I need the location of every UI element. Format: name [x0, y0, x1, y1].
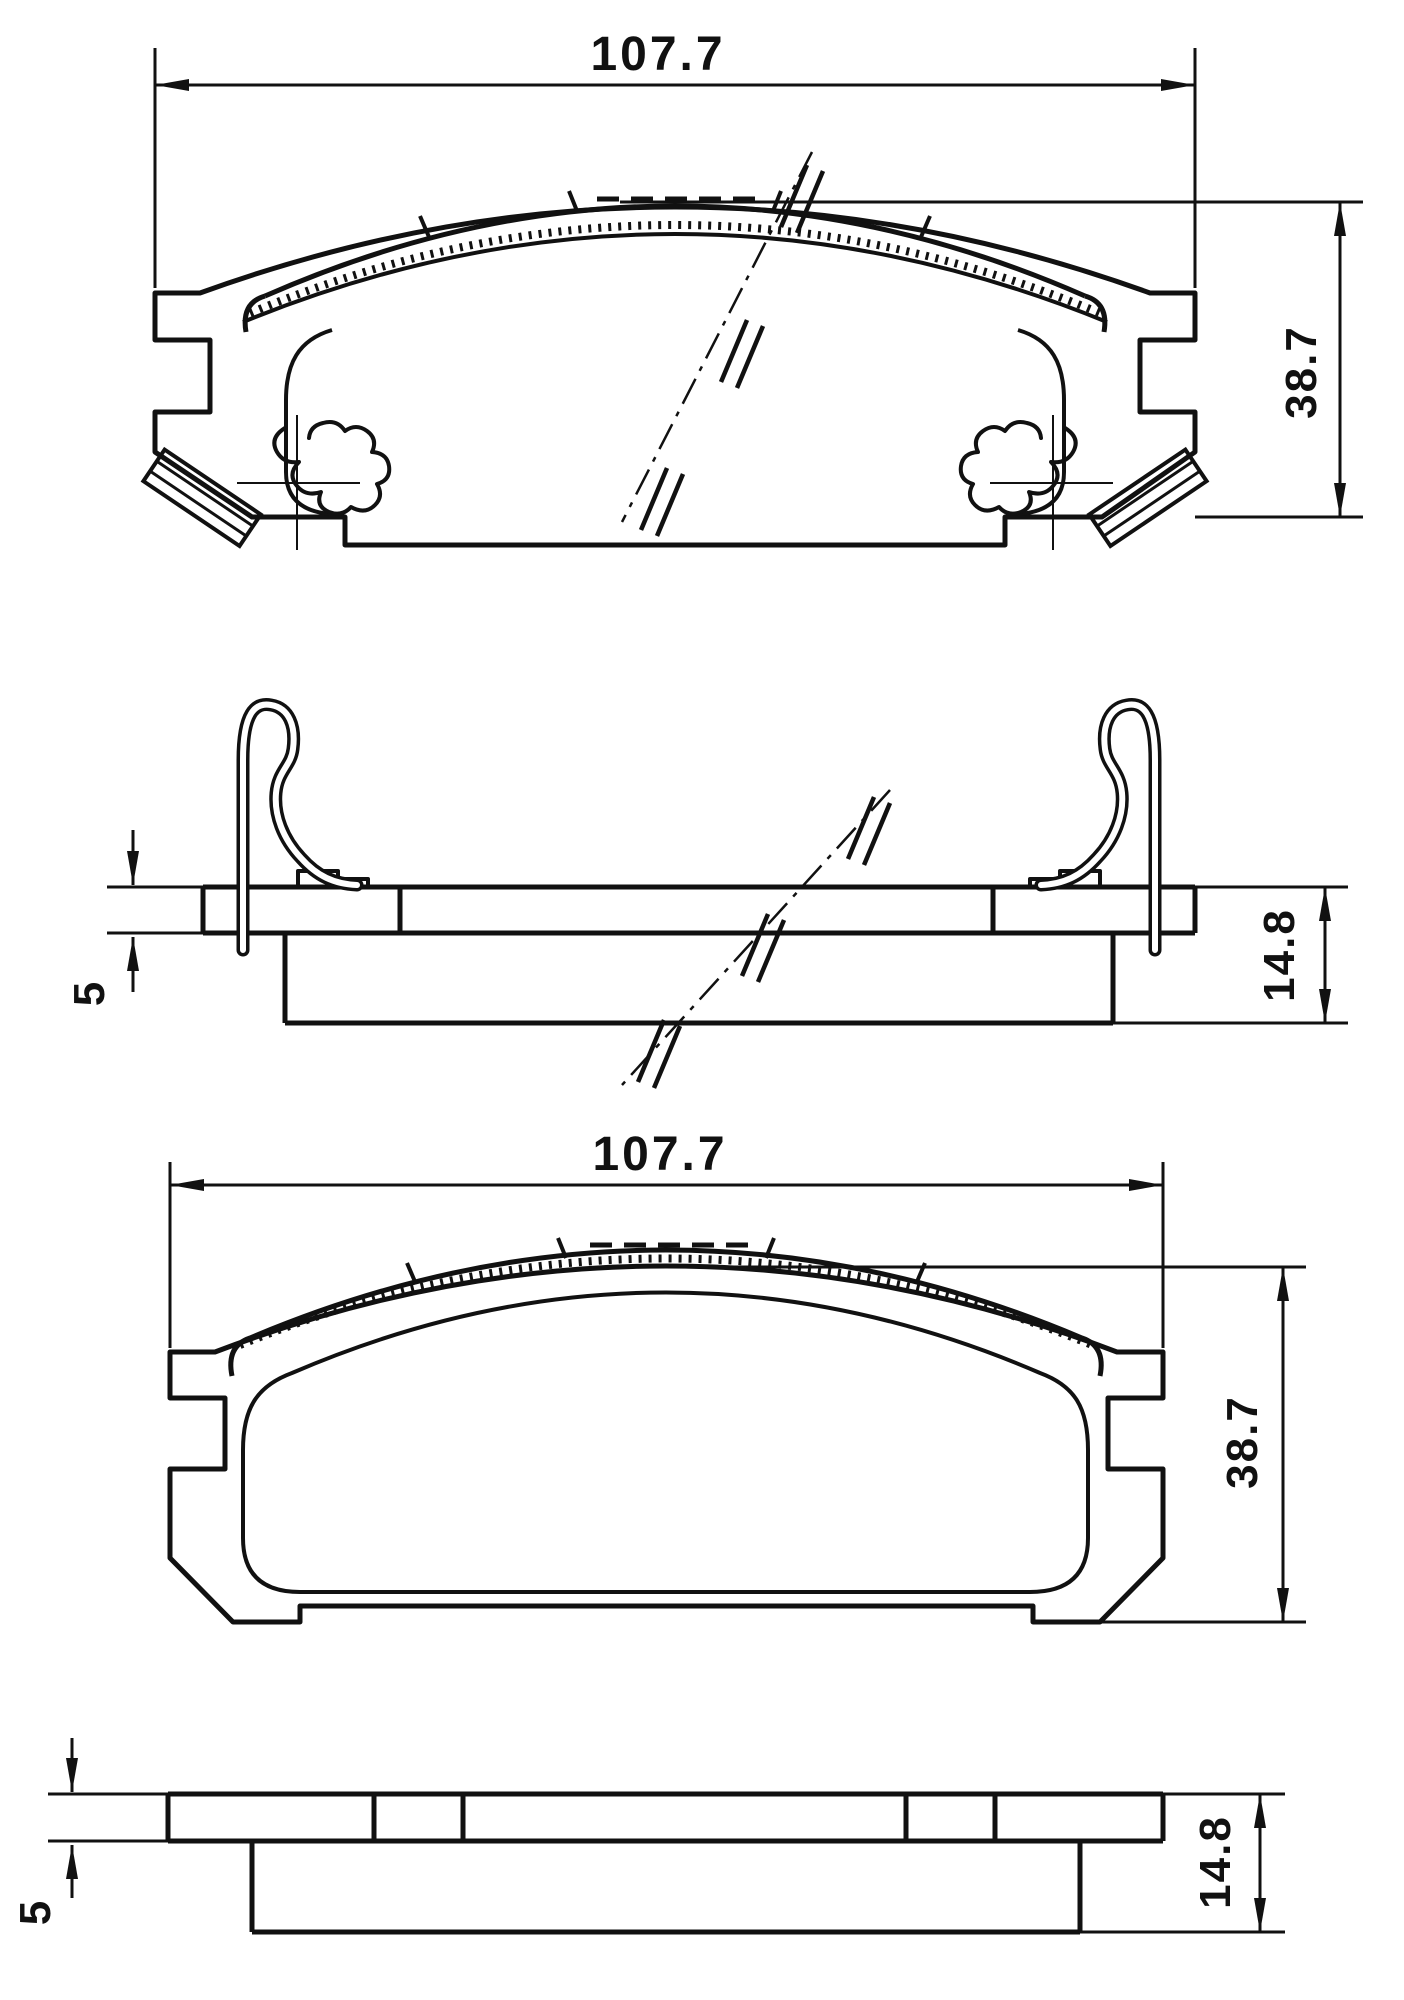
break-mark	[739, 913, 787, 983]
shim-hatch-band	[248, 221, 1102, 317]
clip-seat-tab-left	[296, 869, 370, 887]
dim-label-plate-thickness: 5	[11, 1899, 60, 1925]
view-side-bottom: 5 14.8	[11, 1738, 1285, 1935]
break-line	[621, 789, 893, 1089]
break-mark	[635, 1019, 683, 1089]
break-line	[620, 151, 826, 537]
dim-label-width: 107.7	[590, 28, 725, 81]
friction-block	[282, 933, 1116, 1026]
dim-height-bottom: 38.7	[690, 1265, 1306, 1624]
friction-block	[249, 1841, 1083, 1935]
shim-hatch-band	[238, 1254, 1094, 1349]
friction-outline	[241, 1290, 1090, 1594]
dim-height-top: 38.7	[620, 200, 1363, 519]
friction-inner-edge-right	[1017, 328, 1066, 516]
clip-seat-tab-right	[1028, 869, 1102, 887]
view-side-top: 5 14.8	[65, 698, 1348, 1089]
dim-label-height: 38.7	[1218, 1395, 1267, 1489]
dim-total-thickness: 14.8	[1113, 885, 1348, 1025]
dim-label-width: 107.7	[592, 1128, 727, 1181]
plate-outline	[167, 1263, 1166, 1625]
dim-label-total-thickness: 14.8	[1255, 908, 1304, 1002]
corner-hardware-right	[958, 413, 1209, 552]
break-mark	[778, 164, 826, 234]
break-centerline	[620, 151, 814, 523]
plate-outline	[152, 204, 1198, 548]
shim-step	[764, 1237, 776, 1259]
shim-strip	[228, 1237, 1104, 1377]
spring-clip-right	[1041, 705, 1155, 950]
dim-plate-thickness: 5	[11, 1738, 168, 1925]
shim-mid-edge	[242, 232, 1108, 324]
shim-end-hook	[228, 1335, 251, 1377]
corner-hardware-left	[140, 415, 392, 550]
view-front-bottom: 107.7 38.7	[167, 1128, 1306, 1625]
dim-label-height: 38.7	[1277, 325, 1326, 419]
dim-label-plate-thickness: 5	[65, 980, 114, 1006]
shim-end-hook	[1084, 293, 1108, 333]
shim-step	[567, 190, 579, 212]
plate-band	[165, 1791, 1166, 1844]
shim-top-edge	[249, 1247, 1083, 1341]
shim-step	[418, 215, 431, 238]
break-mark	[638, 467, 686, 537]
spring-clip-left	[236, 698, 364, 957]
dim-width-top: 107.7	[153, 28, 1197, 288]
shim-end-hook	[1081, 1335, 1104, 1377]
plate-band	[200, 884, 1198, 936]
shim-step	[771, 190, 783, 212]
shim-step	[914, 1262, 927, 1285]
view-front-top: 107.7 38.7	[140, 28, 1363, 552]
shim-top-edge	[263, 203, 1087, 299]
wear-indicator-clip	[272, 420, 392, 516]
break-mark	[718, 319, 766, 389]
shim-step	[919, 215, 932, 238]
chamfer-hatch-box	[140, 446, 264, 549]
shim-step	[405, 1262, 418, 1285]
dim-plate-thickness: 5	[65, 830, 203, 1006]
friction-inner-edge-left	[284, 328, 333, 516]
break-centerline	[621, 789, 891, 1086]
shim-end-hook	[242, 293, 266, 333]
shim-step	[556, 1237, 568, 1259]
dim-total-thickness: 14.8	[1080, 1792, 1285, 1934]
dim-width-bottom: 107.7	[168, 1128, 1165, 1348]
dim-label-total-thickness: 14.8	[1191, 1815, 1240, 1909]
break-mark	[845, 796, 893, 866]
shim-strip	[242, 190, 1108, 333]
